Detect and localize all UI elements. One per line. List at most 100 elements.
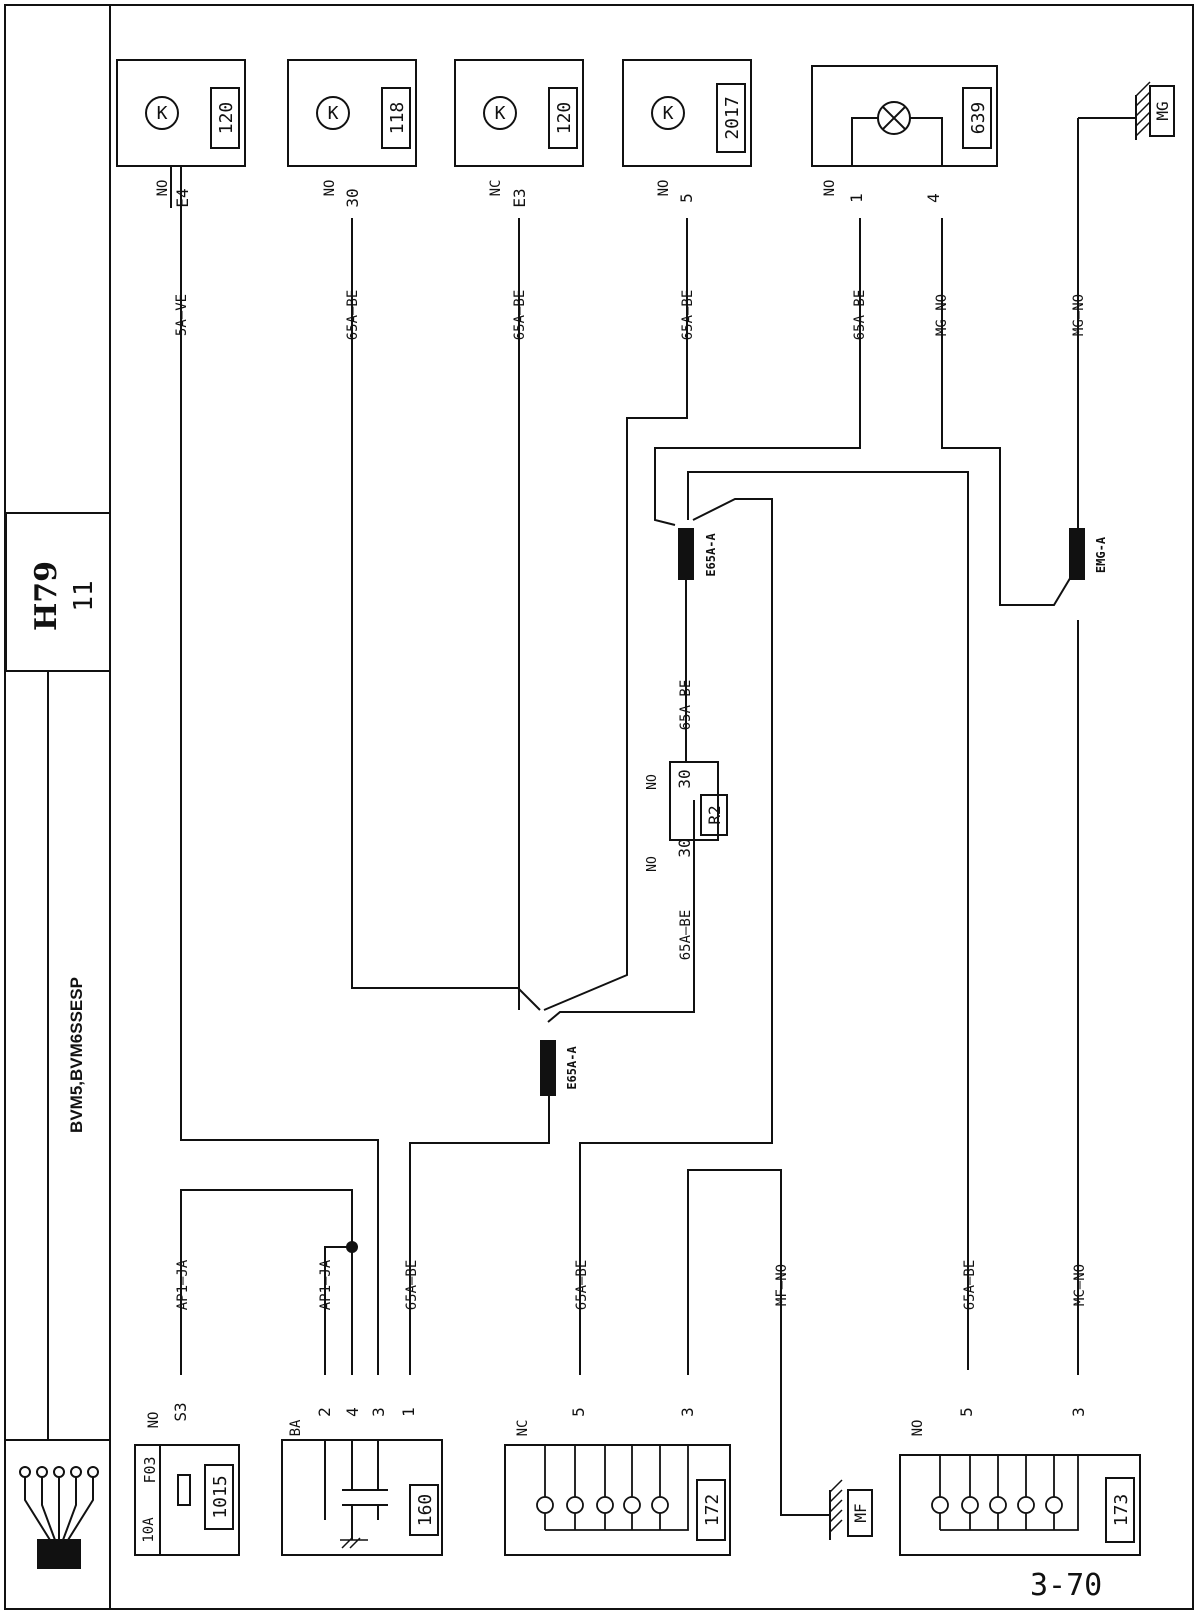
lamp-icon xyxy=(566,1496,584,1514)
svg-text:65A—BE: 65A—BE xyxy=(680,290,696,341)
ground-mf-label: MF xyxy=(851,1503,870,1522)
diagram-code: H79 xyxy=(29,561,64,631)
outer-border xyxy=(4,4,1194,1610)
svg-text:AP1—JA: AP1—JA xyxy=(175,1259,191,1310)
lamp-icon xyxy=(877,101,911,135)
ground-mg-wire: MG—NO xyxy=(1071,294,1087,336)
lamp-cluster-172: 172 NC 5 3 65A—BE MF—NO xyxy=(504,1260,790,1556)
svg-text:MC—NO: MC—NO xyxy=(1072,1264,1088,1306)
lamp-icon xyxy=(1017,1496,1035,1514)
lamp-icon xyxy=(961,1496,979,1514)
component-120-a: K 120 NO E4 5A—VE xyxy=(116,59,246,336)
svg-text:5: 5 xyxy=(569,1407,588,1417)
svg-text:AP1—JA: AP1—JA xyxy=(318,1259,334,1310)
svg-text:5: 5 xyxy=(677,193,696,203)
svg-text:BA: BA xyxy=(288,1419,304,1436)
title-block: H79 11 BVM5,BVM6SSESP xyxy=(5,512,111,1569)
diagram-subtitle: BVM5,BVM6SSESP xyxy=(67,977,86,1133)
svg-text:NC: NC xyxy=(515,1420,531,1437)
svg-text:3: 3 xyxy=(369,1407,388,1417)
page-number: 3-70 xyxy=(1030,1568,1102,1603)
svg-text:E4: E4 xyxy=(173,188,192,207)
relay-r2: NO 30 NO 30 R2 65A—BE 65A—BE xyxy=(645,680,728,961)
svg-text:65A—BE: 65A—BE xyxy=(852,290,868,341)
svg-text:65A—BE: 65A—BE xyxy=(404,1260,420,1311)
svg-text:639: 639 xyxy=(968,102,989,135)
svg-text:R2: R2 xyxy=(705,805,724,824)
svg-text:5A—VE: 5A—VE xyxy=(174,294,190,336)
svg-text:2: 2 xyxy=(315,1407,334,1417)
lamp-cluster-173: 173 NO 5 3 65A—BE MC—NO xyxy=(899,1260,1141,1556)
svg-text:65A—BE: 65A—BE xyxy=(678,680,694,731)
svg-text:NC: NC xyxy=(488,180,504,197)
svg-text:2017: 2017 xyxy=(722,96,743,139)
lamp-icon xyxy=(623,1496,641,1514)
actuator-icon: K xyxy=(663,103,674,124)
actuator-icon: K xyxy=(157,103,168,124)
svg-text:S3: S3 xyxy=(171,1402,190,1421)
svg-text:NO: NO xyxy=(322,180,338,197)
svg-text:E3: E3 xyxy=(510,188,529,207)
svg-text:F03: F03 xyxy=(141,1456,159,1483)
svg-text:1: 1 xyxy=(847,193,866,203)
svg-text:NO: NO xyxy=(910,1420,926,1437)
svg-text:1015: 1015 xyxy=(210,1475,231,1518)
svg-text:NO: NO xyxy=(822,180,838,197)
svg-text:3: 3 xyxy=(1069,1407,1088,1417)
svg-text:65A—BE: 65A—BE xyxy=(345,290,361,341)
splice-ground xyxy=(1069,528,1085,580)
component-120-b: K 120 NC E3 65A—BE xyxy=(454,59,584,341)
svg-text:MG—NO: MG—NO xyxy=(934,294,950,336)
component-2017: K 2017 NO 5 65A—BE xyxy=(622,59,752,341)
svg-text:NO: NO xyxy=(645,856,660,872)
svg-text:NO: NO xyxy=(645,774,660,790)
svg-text:65A—BE: 65A—BE xyxy=(574,1260,590,1311)
connector-logo-icon xyxy=(19,1466,99,1569)
svg-text:NO: NO xyxy=(155,180,171,197)
svg-text:3: 3 xyxy=(678,1407,697,1417)
component-639: 639 NO 1 4 65A—BE MG—NO xyxy=(811,65,998,341)
ground-mf: MF xyxy=(829,1479,873,1540)
actuator-icon: K xyxy=(495,103,506,124)
svg-text:65A—BE: 65A—BE xyxy=(962,1260,978,1311)
svg-text:160: 160 xyxy=(415,1494,436,1527)
wires xyxy=(180,118,1079,1516)
fuse-1015: 10A F03 1015 NO S3 AP1—JA xyxy=(134,1259,240,1556)
svg-text:172: 172 xyxy=(702,1494,723,1527)
svg-text:30: 30 xyxy=(675,838,694,857)
actuator-icon: K xyxy=(328,103,339,124)
svg-text:5: 5 xyxy=(957,1407,976,1417)
svg-text:NO: NO xyxy=(146,1412,162,1429)
svg-text:MF—NO: MF—NO xyxy=(774,1264,790,1306)
splice-lower-label: E65A-A xyxy=(565,1046,579,1090)
lamp-icon xyxy=(1045,1496,1063,1514)
svg-text:30: 30 xyxy=(343,188,362,207)
svg-text:30: 30 xyxy=(675,769,694,788)
lamp-icon xyxy=(931,1496,949,1514)
splice-upper-label: E65A-A xyxy=(704,533,718,577)
splice-ground-label: EMG-A xyxy=(1094,536,1108,573)
lamp-icon xyxy=(651,1496,669,1514)
junction-dot xyxy=(346,1241,358,1253)
switch-160: 160 BA 2 4 3 1 AP1—JA 65A—BE xyxy=(281,1259,443,1556)
svg-text:65A—BE: 65A—BE xyxy=(678,910,694,961)
svg-text:1: 1 xyxy=(399,1407,418,1417)
ground-mg-label: MG xyxy=(1153,101,1172,120)
svg-text:10A: 10A xyxy=(141,1517,157,1543)
svg-text:173: 173 xyxy=(1111,1494,1132,1527)
svg-text:65A—BE: 65A—BE xyxy=(512,290,528,341)
svg-text:4: 4 xyxy=(924,193,943,203)
lamp-icon xyxy=(536,1496,554,1514)
splice-upper xyxy=(678,528,694,580)
ground-mg: MG MG—NO xyxy=(1071,81,1175,336)
component-118: K 118 NO 30 65A—BE xyxy=(287,59,417,341)
lamp-icon xyxy=(989,1496,1007,1514)
splice-lower xyxy=(540,1040,556,1096)
lamp-icon xyxy=(596,1496,614,1514)
svg-text:118: 118 xyxy=(387,102,408,135)
diagram-sheet: 11 xyxy=(69,580,99,611)
svg-text:120: 120 xyxy=(554,102,575,135)
svg-text:4: 4 xyxy=(343,1407,362,1417)
svg-text:120: 120 xyxy=(216,102,237,135)
